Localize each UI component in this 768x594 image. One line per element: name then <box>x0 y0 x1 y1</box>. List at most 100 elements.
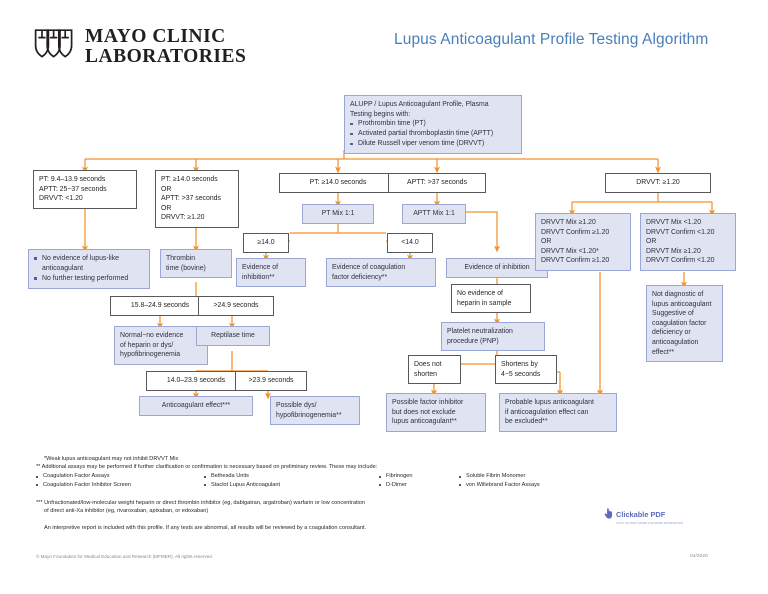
node-line: 14.0–23.9 seconds <box>166 377 226 384</box>
node-line: Evidence of coagulation <box>332 264 406 271</box>
node-pt-mix-lt-14[interactable]: <14.0 <box>387 233 433 253</box>
start-item-list: Prothrombin time (PT) Activated partial … <box>350 119 516 149</box>
node-possible-dys-hypofibrinogenemia[interactable]: Possible dys/ hypofibrinogenemia** <box>270 396 360 426</box>
assay-column-2: Bethesda Units Staclot Lupus Anticoagula… <box>204 472 379 489</box>
node-rt-140-239[interactable]: 14.0–23.9 seconds <box>146 371 246 391</box>
node-line: DRVVT Confirm <1.20 <box>646 228 715 236</box>
node-line: inhibition** <box>242 273 275 281</box>
node-pt-mix-ge-14[interactable]: ≥14.0 <box>243 233 289 253</box>
node-probable-lupus-anticoagulant[interactable]: Probable lupus anticoagulant if anticoag… <box>499 393 617 432</box>
node-pt-mix[interactable]: PT Mix 1:1 <box>302 204 374 224</box>
node-possible-factor-inhibitor[interactable]: Possible factor inhibitor but does not e… <box>386 393 486 432</box>
node-tt-gt-249[interactable]: >24.9 seconds <box>198 296 274 316</box>
footnote-star3: *** Unfractionated/low-molecular weight … <box>36 499 736 515</box>
footnote-star3-line1: *** Unfractionated/low-molecular weight … <box>36 499 365 506</box>
node-line: >23.9 seconds <box>248 377 294 384</box>
footnote-interpretive-report: An interpretive report is included with … <box>44 525 367 531</box>
footnote-star3-line2: of direct anti-Xa inhibitor (eg, rivarox… <box>44 507 209 514</box>
node-drvvt-ge-120[interactable]: DRVVT: ≥1.20 <box>605 173 711 193</box>
node-line: Not diagnostic of <box>652 291 704 298</box>
node-line: heparin in sample <box>457 299 512 307</box>
node-reptilase-time[interactable]: Reptilase time <box>196 326 270 346</box>
start-subtitle: Testing begins with: <box>350 110 411 118</box>
node-line: DRVVT Confirm ≥1.20 <box>541 228 610 236</box>
node-line: APTT: >37 seconds <box>161 195 221 203</box>
node-not-diagnostic[interactable]: Not diagnostic of lupus anticoagulant Su… <box>646 285 723 363</box>
logo-line-2: LABORATORIES <box>85 46 247 67</box>
node-line: of heparin or dys/ <box>120 341 174 349</box>
assay-column-4: Soluble Fibrin Monomer von Willebrand Fa… <box>459 472 540 489</box>
copyright-notice: © Mayo Foundation for Medical Education … <box>36 554 214 559</box>
list-item: Soluble Fibrin Monomer <box>459 472 540 481</box>
node-aptt-gt-37[interactable]: APTT: >37 seconds <box>388 173 486 193</box>
list-item: D-Dimer <box>379 481 459 490</box>
node-line: DRVVT: <1.20 <box>39 195 83 203</box>
list-item: von Willebrand Factor Assays <box>459 481 540 490</box>
node-line: lupus anticoagulant <box>652 300 712 308</box>
node-thrombin-time[interactable]: Thrombin time (bovine) <box>160 249 232 279</box>
node-line: DRVVT Confirm <1.20 <box>646 257 715 265</box>
node-line: No evidence of <box>457 290 503 297</box>
node-line: effect** <box>652 348 675 356</box>
node-drvvt-mix-negative[interactable]: DRVVT Mix <1.20 DRVVT Confirm <1.20 OR D… <box>640 213 736 271</box>
node-line: Thrombin <box>166 255 196 262</box>
clickable-pdf-badge[interactable]: Clickable PDF CLICK ON TEST NAMES FOR MO… <box>604 504 683 525</box>
node-line: Platelet neutralization <box>447 328 513 335</box>
node-pt-normal[interactable]: PT: 9.4–13.9 seconds APTT: 25−37 seconds… <box>33 170 137 209</box>
node-evidence-factor-deficiency[interactable]: Evidence of coagulation factor deficienc… <box>326 258 436 288</box>
node-platelet-neutralization[interactable]: Platelet neutralization procedure (PNP) <box>441 322 545 352</box>
logo-wordmark: MAYO CLINIC LABORATORIES <box>85 27 246 67</box>
node-line: PT: ≥14.0 seconds <box>161 176 218 183</box>
node-line: Probable lupus anticoagulant <box>505 399 594 406</box>
node-pt-abnormal[interactable]: PT: ≥14.0 seconds OR APTT: >37 seconds O… <box>155 170 239 228</box>
node-shortens-by[interactable]: Shortens by 4−5 seconds <box>495 355 557 385</box>
node-line: Shortens by <box>501 361 538 368</box>
footnotes: *Weak lupus anticoagulant may not inhibi… <box>36 455 736 532</box>
node-no-evidence-heparin[interactable]: No evidence of heparin in sample <box>451 284 531 314</box>
node-line: Reptilase time <box>211 332 255 339</box>
node-line: Evidence of <box>242 264 279 271</box>
list-item: Coagulation Factor Inhibitor Screen <box>36 481 204 490</box>
node-no-evidence-lupus[interactable]: No evidence of lupus-like anticoagulant … <box>28 249 150 289</box>
node-aptt-mix[interactable]: APTT Mix 1:1 <box>402 204 466 224</box>
node-rt-gt-239[interactable]: >23.9 seconds <box>235 371 307 391</box>
node-line: OR <box>161 204 172 212</box>
node-line: DRVVT Mix <1.20* <box>541 247 599 255</box>
node-line: if anticoagulation effect can <box>505 408 589 416</box>
node-does-not-shorten[interactable]: Does not shorten <box>408 355 461 385</box>
node-evidence-of-inhibition-aptt[interactable]: Evidence of inhibition <box>446 258 548 278</box>
node-line: 4−5 seconds <box>501 370 541 378</box>
node-start[interactable]: ALUPP / Lupus Anticoagulant Profile, Pla… <box>344 95 522 155</box>
node-line: coagulation factor <box>652 319 707 327</box>
node-line: hypofibrinogenemia** <box>276 411 342 419</box>
node-line: >24.9 seconds <box>213 302 259 309</box>
node-line: Suggestive of <box>652 310 694 318</box>
list-item: Dilute Russell viper venom time (DRVVT) <box>350 139 516 149</box>
node-line: Does not <box>414 361 442 368</box>
mayo-clinic-laboratories-logo: MAYO CLINIC LABORATORIES <box>33 27 246 67</box>
assay-columns: Coagulation Factor Assays Coagulation Fa… <box>36 472 736 489</box>
node-line: DRVVT: ≥1.20 <box>161 214 205 222</box>
node-line: OR <box>541 238 552 246</box>
node-line: shorten <box>414 370 437 378</box>
node-line: factor deficiency** <box>332 273 388 281</box>
node-normal-no-heparin[interactable]: Normal−no evidence of heparin or dys/ hy… <box>114 326 208 365</box>
assay-column-3: Fibrinogen D-Dimer <box>379 472 459 489</box>
footnote-star1: *Weak lupus anticoagulant may not inhibi… <box>44 456 179 462</box>
node-line: Possible dys/ <box>276 402 317 409</box>
assay-column-1: Coagulation Factor Assays Coagulation Fa… <box>36 472 204 489</box>
list-item: Fibrinogen <box>379 472 459 481</box>
node-pt-ge-14[interactable]: PT: ≥14.0 seconds <box>279 173 397 193</box>
node-tt-158-249[interactable]: 15.8–24.9 seconds <box>110 296 210 316</box>
node-line: PT: 9.4–13.9 seconds <box>39 176 106 183</box>
node-line: hypofibrinogenemia <box>120 351 181 359</box>
node-line: DRVVT Confirm ≥1.20 <box>541 257 610 265</box>
node-anticoagulant-effect[interactable]: Anticoagulant effect*** <box>139 396 253 416</box>
node-line: OR <box>161 185 172 193</box>
list-item: No further testing performed <box>34 274 144 284</box>
node-drvvt-mix-positive[interactable]: DRVVT Mix ≥1.20 DRVVT Confirm ≥1.20 OR D… <box>535 213 631 271</box>
footnote-star2: ** Additional assays may be performed if… <box>36 464 378 471</box>
node-evidence-of-inhibition-pt[interactable]: Evidence of inhibition** <box>236 258 306 288</box>
list-item: Staclot Lupus Anticoagulant <box>204 481 379 490</box>
